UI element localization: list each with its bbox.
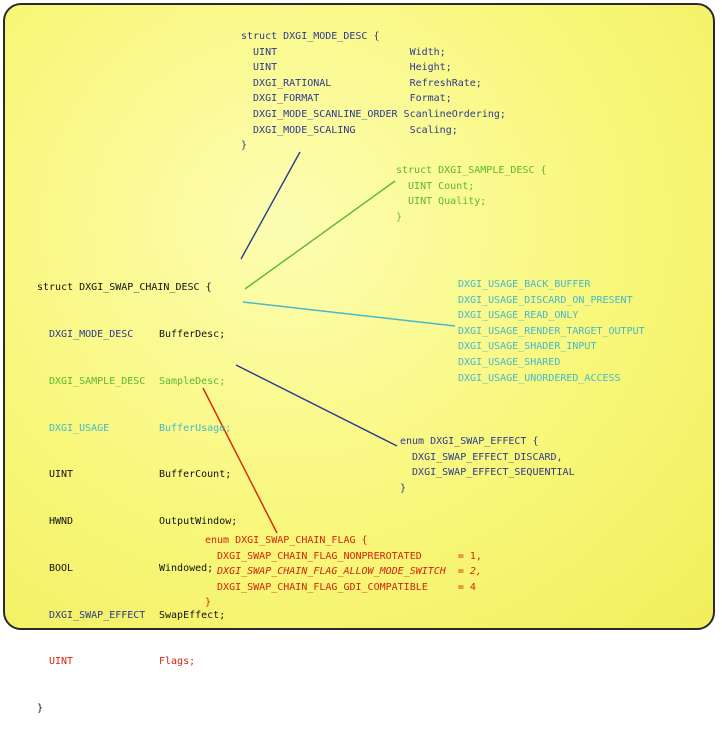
code-line: enum DXGI_SWAP_EFFECT { — [400, 436, 539, 447]
code-line: UINT Height; — [241, 62, 452, 74]
swap-chain-desc-struct: struct DXGI_SWAP_CHAIN_DESC { DXGI_MODE_… — [37, 249, 237, 732]
member-name: SwapEffect; — [159, 609, 226, 621]
usage-flag: DXGI_USAGE_READ_ONLY — [458, 310, 579, 322]
connector-flags — [202, 387, 278, 534]
member-swap-effect: DXGI_SWAP_EFFECT SwapEffect; — [37, 608, 237, 624]
member-type: DXGI_SAMPLE_DESC — [49, 375, 146, 387]
member-type: UINT — [49, 469, 74, 481]
member-type: BOOL — [49, 562, 74, 574]
usage-flag: DXGI_USAGE_SHARED — [458, 356, 561, 368]
code-line: DXGI_SWAP_EFFECT_DISCARD, — [400, 451, 563, 463]
swap-chain-flag-enum: enum DXGI_SWAP_CHAIN_FLAG { DXGI_SWAP_CH… — [205, 533, 482, 611]
member-output-window: HWND OutputWindow; — [37, 514, 237, 530]
code-line: struct DXGI_SAMPLE_DESC { — [396, 165, 547, 176]
code-line: UINT Count; — [396, 180, 475, 192]
usage-flag: DXGI_USAGE_UNORDERED_ACCESS — [458, 372, 621, 384]
code-line: } — [205, 597, 212, 609]
member-name: SampleDesc; — [159, 375, 226, 387]
member-name: Windowed; — [159, 562, 214, 574]
code-line: DXGI_MODE_SCANLINE_ORDER ScanlineOrderin… — [241, 108, 506, 120]
connector-sample-desc — [244, 180, 396, 290]
usage-flag: DXGI_USAGE_DISCARD_ON_PRESENT — [458, 294, 633, 306]
code-line: DXGI_SWAP_CHAIN_FLAG_NONPREROTATED = 1, — [205, 550, 482, 562]
usage-flags-list: DXGI_USAGE_BACK_BUFFER DXGI_USAGE_DISCARD… — [458, 277, 645, 386]
struct-header: struct DXGI_SWAP_CHAIN_DESC { — [37, 282, 212, 294]
member-type: HWND — [49, 516, 74, 528]
member-buffer-usage: DXGI_USAGE BufferUsage; — [37, 421, 237, 437]
member-type: DXGI_USAGE — [49, 422, 110, 434]
connector-buffer-usage — [242, 301, 456, 327]
member-type: UINT — [49, 656, 74, 668]
sample-desc-struct: struct DXGI_SAMPLE_DESC { UINT Count; UI… — [396, 163, 547, 225]
member-name: BufferDesc; — [159, 328, 226, 340]
code-line: DXGI_MODE_SCALING Scaling; — [241, 124, 458, 136]
member-name: Flags; — [159, 656, 196, 668]
code-line: } — [241, 140, 248, 152]
diagram-panel — [3, 3, 715, 630]
swap-effect-enum: enum DXGI_SWAP_EFFECT { DXGI_SWAP_EFFECT… — [400, 434, 575, 496]
code-line: DXGI_SWAP_CHAIN_FLAG_GDI_COMPATIBLE = 4 — [205, 581, 476, 593]
member-type: DXGI_MODE_DESC — [49, 328, 134, 340]
code-line: DXGI_FORMAT Format; — [241, 93, 452, 105]
usage-flag: DXGI_USAGE_RENDER_TARGET_OUTPUT — [458, 325, 645, 337]
code-line: } — [400, 482, 407, 494]
member-buffer-desc: DXGI_MODE_DESC BufferDesc; — [37, 327, 237, 343]
connector-swap-effect — [235, 364, 398, 447]
code-line: UINT Quality; — [396, 196, 487, 208]
connector-lines — [202, 151, 456, 534]
mode-desc-struct: struct DXGI_MODE_DESC { UINT Width; UINT… — [241, 29, 506, 154]
member-name: BufferCount; — [159, 469, 232, 481]
usage-flag: DXGI_USAGE_SHADER_INPUT — [458, 341, 597, 353]
usage-flag: DXGI_USAGE_BACK_BUFFER — [458, 279, 591, 290]
code-line: DXGI_SWAP_CHAIN_FLAG_ALLOW_MODE_SWITCH =… — [205, 566, 482, 578]
code-line: enum DXGI_SWAP_CHAIN_FLAG { — [205, 535, 368, 546]
member-flags: UINT Flags; — [37, 654, 237, 670]
member-name: OutputWindow; — [159, 516, 238, 528]
struct-footer: } — [37, 703, 44, 715]
member-name: BufferUsage; — [159, 422, 232, 434]
member-windowed: BOOL Windowed; — [37, 561, 237, 577]
code-line: DXGI_SWAP_EFFECT_SEQUENTIAL — [400, 467, 575, 479]
code-line: struct DXGI_MODE_DESC { — [241, 31, 380, 42]
code-line: } — [396, 211, 403, 223]
member-sample-desc: DXGI_SAMPLE_DESC SampleDesc; — [37, 374, 237, 390]
code-line: DXGI_RATIONAL RefreshRate; — [241, 77, 482, 89]
member-buffer-count: UINT BufferCount; — [37, 467, 237, 483]
member-type: DXGI_SWAP_EFFECT — [49, 609, 146, 621]
code-line: UINT Width; — [241, 46, 446, 58]
connector-mode-desc — [240, 151, 301, 260]
